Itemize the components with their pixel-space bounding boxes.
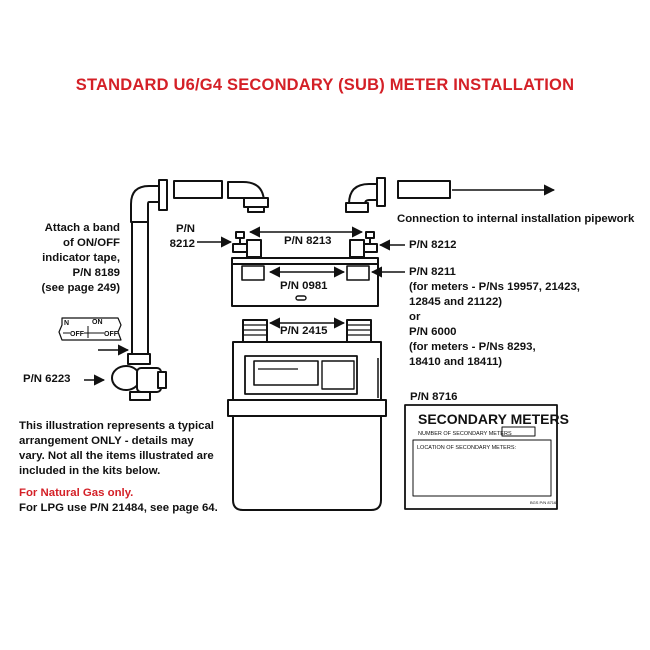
natural-gas-note: For Natural Gas only. [19, 487, 134, 499]
elbow-right-foot [345, 202, 369, 213]
pn-8212-left-label: P/N 8212 [169, 223, 195, 250]
pn-8211-block: P/N 8211 (for meters - P/Ns 19957, 21423… [409, 266, 580, 368]
pn-6223-label: P/N 6223 [23, 373, 71, 385]
bracket-nut-left [241, 265, 265, 281]
notice-code: BGS P/N 8716 [530, 500, 557, 505]
disclaimer: This illustration represents a typical a… [19, 420, 214, 477]
notice-location-box [412, 439, 552, 497]
thread-left [242, 319, 268, 343]
elbow-left-socket [158, 179, 168, 211]
tape-note: Attach a band of ON/OFF indicator tape, … [41, 222, 120, 294]
notice-location-label: LOCATION OF SECONDARY METERS: [417, 445, 516, 451]
elbow-left [130, 185, 161, 223]
pipe-top-left [173, 180, 223, 199]
meter-control-valve [111, 353, 167, 401]
tape-off-text-1: OFF [70, 331, 85, 338]
union-nut-left [232, 231, 248, 253]
elbow-middle-socket [243, 197, 269, 208]
tape-off-text-2: OFF [104, 331, 119, 338]
notice-count-box [501, 426, 536, 437]
bracket-slot [295, 295, 307, 301]
notice-title: SECONDARY METERS [418, 411, 569, 427]
thread-right [346, 319, 372, 343]
tape-n-text: N [64, 320, 69, 327]
pn-8213-label: P/N 8213 [284, 235, 332, 247]
pipe-stub-right [349, 239, 365, 258]
tape-on-text: ON [92, 319, 103, 326]
pn-2415-label: P/N 2415 [280, 325, 328, 337]
pn-8716-label: P/N 8716 [410, 391, 458, 403]
pipe-top-right [397, 180, 451, 199]
pipe-stub-left [246, 239, 262, 258]
notice-count-label: NUMBER OF SECONDARY METERS [418, 431, 512, 437]
meter-base [227, 399, 387, 417]
union-nut-right [362, 231, 378, 253]
elbow-right-socket [376, 177, 386, 207]
page-title: STANDARD U6/G4 SECONDARY (SUB) METER INS… [75, 76, 575, 94]
connection-label: Connection to internal installation pipe… [397, 213, 635, 225]
bracket-nut-right [346, 265, 370, 281]
pn-0981-label: P/N 0981 [280, 280, 328, 292]
lpg-note: For LPG use P/N 21484, see page 64. [19, 502, 218, 514]
vertical-pipe [131, 221, 149, 355]
pn-8212-right-label: P/N 8212 [409, 239, 457, 251]
on-off-tape-sample [58, 317, 122, 341]
